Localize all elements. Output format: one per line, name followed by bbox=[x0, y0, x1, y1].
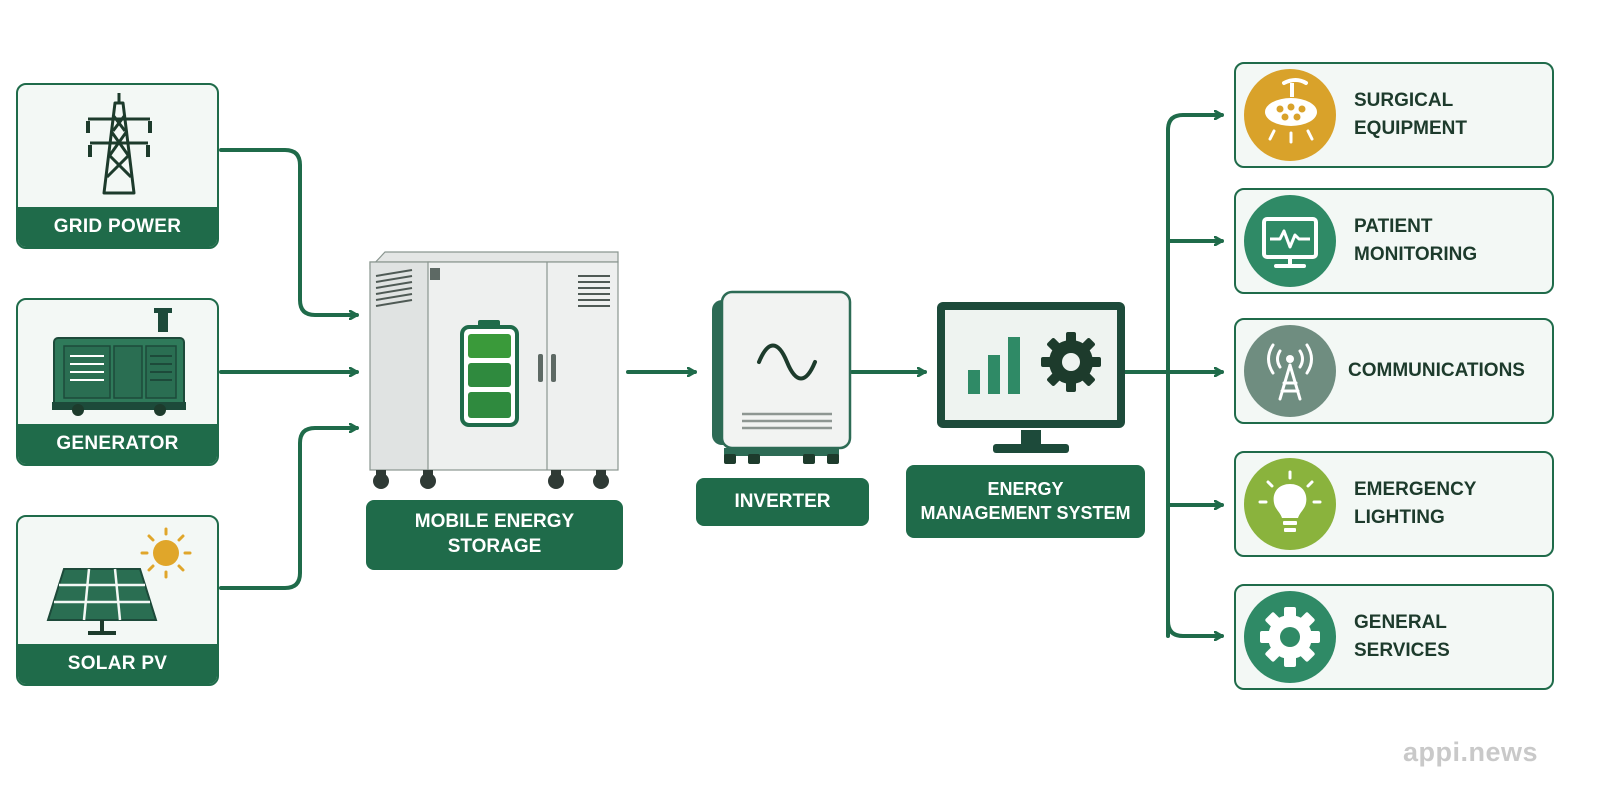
gear-icon bbox=[1260, 607, 1320, 667]
load-general-services: GENERAL SERVICES bbox=[1234, 584, 1554, 690]
load-label-line1: EMERGENCY bbox=[1354, 479, 1477, 501]
sine-wave-icon bbox=[712, 290, 852, 464]
load-circle bbox=[1244, 325, 1336, 417]
inverter-label-text: INVERTER bbox=[734, 490, 831, 512]
source-label: SOLAR PV bbox=[18, 644, 217, 684]
connector-solar-to-storage bbox=[219, 428, 359, 590]
ems-label: ENERGY MANAGEMENT SYSTEM bbox=[906, 465, 1145, 538]
ems-label-line2: MANAGEMENT SYSTEM bbox=[920, 502, 1131, 523]
sun-icon bbox=[140, 527, 192, 579]
inverter-label: INVERTER bbox=[696, 478, 869, 526]
connector-bus-general bbox=[1166, 619, 1224, 636]
ems-label-line1: ENERGY bbox=[987, 479, 1064, 500]
transmission-tower-icon bbox=[86, 93, 152, 195]
load-label-line1: GENERAL bbox=[1354, 612, 1447, 634]
watermark: appi.news bbox=[1402, 737, 1538, 767]
load-label-line2: LIGHTING bbox=[1354, 507, 1445, 528]
light-bulb-icon bbox=[1258, 470, 1322, 532]
load-circle bbox=[1244, 458, 1336, 550]
storage-label-line1: MOBILE ENERGY bbox=[414, 511, 575, 533]
connector-grid-to-storage bbox=[219, 148, 359, 315]
load-label-line2: EQUIPMENT bbox=[1354, 118, 1467, 139]
load-surgical-equipment: SURGICAL EQUIPMENT bbox=[1234, 62, 1554, 168]
generator-icon bbox=[52, 308, 186, 416]
storage-label-line2: STORAGE bbox=[447, 536, 542, 557]
load-communications: COMMUNICATIONS bbox=[1234, 318, 1554, 424]
surgical-lamp-icon bbox=[1265, 78, 1317, 144]
distribution-bus bbox=[1166, 115, 1224, 638]
source-label: GRID POWER bbox=[18, 207, 217, 247]
storage-label: MOBILE ENERGY STORAGE bbox=[366, 500, 623, 570]
source-generator: GENERATOR bbox=[16, 298, 219, 466]
load-circle bbox=[1244, 195, 1336, 287]
solar-panel-icon bbox=[46, 527, 192, 635]
monitor-gear-icon bbox=[937, 302, 1125, 453]
load-emergency-lighting: EMERGENCY LIGHTING bbox=[1234, 451, 1554, 557]
load-circle bbox=[1244, 69, 1336, 161]
load-label-line1: SURGICAL bbox=[1354, 90, 1454, 112]
load-label-line2: MONITORING bbox=[1354, 244, 1478, 265]
load-patient-monitoring: PATIENT MONITORING bbox=[1234, 188, 1554, 294]
source-grid-power: GRID POWER bbox=[16, 83, 219, 249]
battery-cabinet-icon bbox=[369, 251, 619, 489]
heart-monitor-icon bbox=[1262, 217, 1318, 268]
source-label: GENERATOR bbox=[18, 424, 217, 464]
load-label-line1: COMMUNICATIONS bbox=[1348, 360, 1525, 382]
source-solar-pv: SOLAR PV bbox=[16, 515, 219, 686]
load-label-line2: SERVICES bbox=[1354, 640, 1450, 661]
load-label-line1: PATIENT bbox=[1354, 216, 1433, 238]
antenna-tower-icon bbox=[1267, 343, 1313, 401]
load-circle bbox=[1244, 591, 1336, 683]
